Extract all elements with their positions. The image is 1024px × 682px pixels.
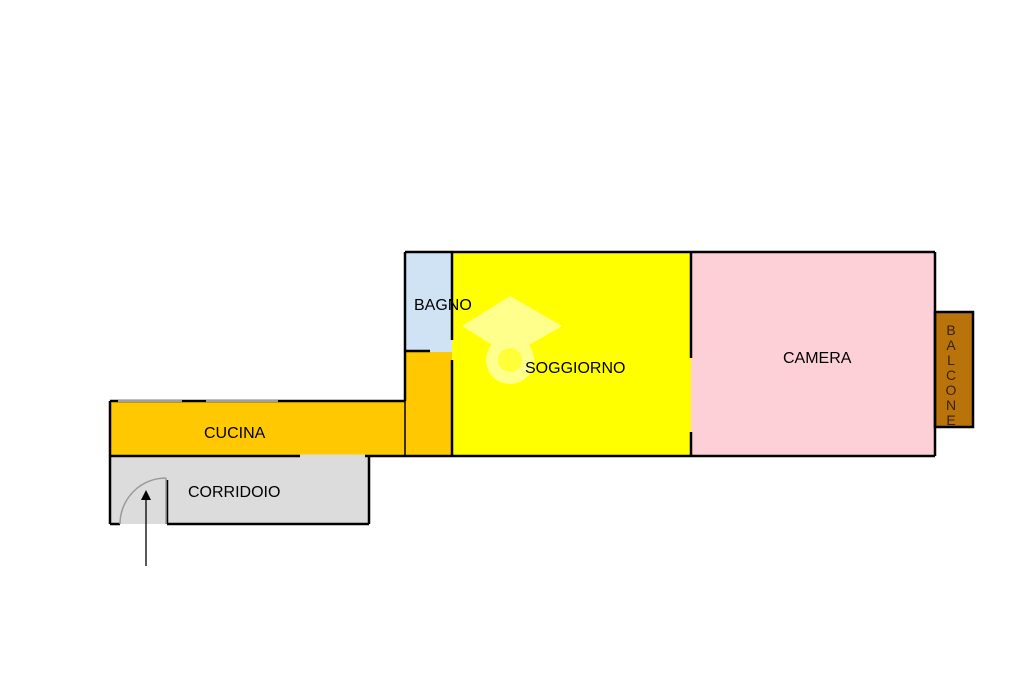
balcone-letter: B — [946, 322, 955, 338]
entrance-arrow — [141, 490, 151, 566]
walls — [108, 250, 975, 526]
entrance-door-swing — [119, 477, 167, 525]
room-cucina — [110, 352, 452, 456]
balcone-letter: N — [946, 397, 956, 413]
label-camera: CAMERA — [783, 350, 852, 367]
watermark-logo — [462, 296, 562, 384]
balcone-letter: E — [946, 412, 955, 428]
label-corridoio: CORRIDOIO — [188, 484, 280, 501]
balcone-letter: O — [946, 382, 957, 398]
room-camera — [691, 252, 935, 456]
room-corridoio — [110, 456, 369, 524]
room-balcone — [935, 312, 973, 427]
balcone-letter: C — [946, 367, 956, 383]
label-bagno: BAGNO — [414, 297, 472, 314]
room-bagno — [406, 252, 452, 352]
label-cucina: CUCINA — [204, 425, 266, 442]
balcone-letter: L — [947, 352, 955, 368]
balcone-letter: A — [946, 337, 956, 353]
label-soggiorno: SOGGIORNO — [525, 360, 625, 377]
label-balcone: B A L C O N E — [946, 322, 957, 428]
